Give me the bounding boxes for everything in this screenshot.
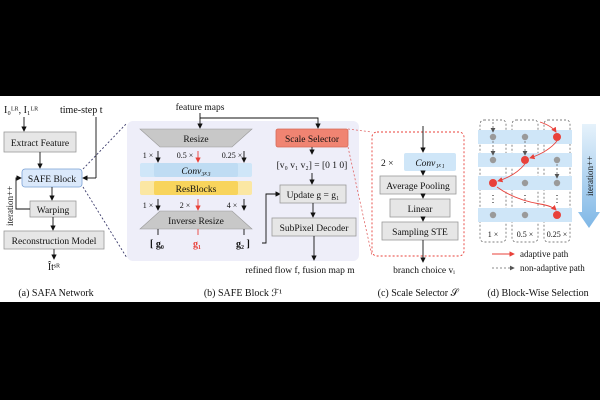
panel-c: 2 × Conv₁ₓ₁ Average Pooling Linear Sampl…	[371, 126, 465, 299]
iteration-label-a: iteration++	[5, 186, 15, 226]
node-r4-c3	[553, 211, 561, 219]
column-label-05x: 0.5 ×	[517, 230, 534, 239]
sampling-ste-box	[381, 221, 459, 241]
safe-block-label: SAFE Block	[28, 175, 77, 185]
adaptive-path-1	[529, 140, 558, 160]
panel-a: I₀ᴸᴿ, I₁ᴸᴿ time-step t Extract Feature S…	[3, 105, 105, 299]
timestep-label: time-step t	[60, 105, 103, 116]
sampling-ste-label: Sampling STE	[392, 228, 448, 238]
conv-multiplier-label: 2 ×	[381, 159, 393, 169]
resblocks-label: ResBlocks	[176, 185, 217, 195]
ellipsis-c3: ⋮	[552, 194, 562, 205]
adaptive-path-2	[497, 163, 526, 183]
input-frames-label: I₀ᴸᴿ, I₁ᴸᴿ	[4, 105, 39, 116]
connector-a-b-bottom	[82, 186, 128, 259]
avg-pool-box	[379, 175, 457, 195]
g2-label: g₂ ]	[236, 239, 250, 250]
warping-label: Warping	[37, 206, 70, 216]
ellipsis-c1: ⋮	[488, 194, 498, 205]
linear-label: Linear	[408, 205, 434, 215]
node-r4-c1	[489, 211, 497, 219]
linear-box	[389, 198, 451, 218]
resize-label: Resize	[183, 135, 208, 145]
output-label: Îtˢᴿ	[48, 261, 61, 273]
refined-output-label: refined flow f, fusion map m	[245, 265, 355, 276]
reconstruction-label: Reconstruction Model	[12, 237, 97, 247]
arrow-features-selector	[199, 113, 321, 129]
g0-label: [ g₀	[150, 239, 164, 250]
panel-b: feature maps Resize 1 × 0.5 × 0.25 × Con…	[127, 102, 359, 299]
figure: I₀ᴸᴿ, I₁ᴸᴿ time-step t Extract Feature S…	[0, 96, 600, 302]
conv-box	[154, 163, 238, 177]
subpixel-label: SubPixel Decoder	[280, 224, 350, 234]
v-vector-label: [v₀ v₁ v₂] = [0 1 0]	[277, 161, 348, 171]
column-label-1x: 1 ×	[488, 230, 499, 239]
connector-b-c-bottom	[347, 146, 373, 257]
extract-feature-label: Extract Feature	[11, 139, 69, 149]
upscale-label-0: 1 ×	[143, 201, 154, 210]
legend-nonadaptive-label: non-adaptive path	[520, 263, 585, 273]
node-r3-c1	[489, 179, 497, 187]
arrow-g-update	[262, 191, 281, 244]
diagram-svg: I₀ᴸᴿ, I₁ᴸᴿ time-step t Extract Feature S…	[3, 102, 600, 299]
caption-b: (b) SAFE Block ℱ¹	[204, 288, 282, 299]
upscale-label-2: 4 ×	[227, 201, 238, 210]
adaptive-path-4	[539, 203, 557, 211]
scale-label-1: 0.5 ×	[177, 151, 194, 160]
panel-d: ⋮ ⋮ ⋮ 1 × 0.5 × 0.25 × iteration++ adapt…	[478, 119, 600, 299]
node-r4-c2	[521, 211, 529, 219]
node-r2-c2	[521, 156, 529, 164]
node-r1-c1	[489, 133, 497, 141]
conv1x1-label: Conv₁ₓ₁	[415, 159, 444, 169]
conv1x1-box	[404, 153, 456, 171]
update-label: Update g = g₁	[287, 191, 340, 201]
connector-a-b-top	[82, 122, 128, 170]
avg-pool-label: Average Pooling	[386, 182, 450, 192]
node-r3-c3	[553, 179, 561, 187]
iteration-label-d: iteration++	[585, 156, 595, 196]
ellipsis-c2: ⋮	[520, 194, 530, 205]
scale-label-0: 1 ×	[143, 151, 154, 160]
upscale-label-1: 2 ×	[180, 201, 191, 210]
adaptive-path-3	[496, 186, 541, 205]
conv-label: Conv₃ₓ₃	[181, 167, 210, 177]
node-r2-c3	[553, 156, 561, 164]
iteration-loop-arrow	[15, 175, 30, 210]
inverse-resize-label: Inverse Resize	[168, 217, 224, 227]
resblocks-box	[154, 181, 238, 195]
connector-b-c-top	[347, 128, 373, 133]
feature-maps-label: feature maps	[176, 102, 225, 113]
scale-selector-label: Scale Selector	[285, 135, 340, 145]
scale-label-2: 0.25 ×	[222, 151, 243, 160]
branch-choice-label: branch choice vᵢ	[393, 266, 455, 276]
adaptive-path-in	[539, 121, 557, 133]
caption-d: (d) Block-Wise Selection	[487, 288, 588, 299]
column-label-025x: 0.25 ×	[547, 230, 568, 239]
node-r3-c2	[521, 179, 529, 187]
node-r2-c1	[489, 156, 497, 164]
iteration-arrow	[578, 124, 600, 228]
g1-label: g₁	[193, 239, 201, 250]
legend-adaptive-label: adaptive path	[520, 249, 569, 259]
caption-a: (a) SAFA Network	[18, 288, 93, 299]
node-r1-c2	[521, 133, 529, 141]
caption-c: (c) Scale Selector 𝒮	[378, 288, 460, 299]
resize-trapezoid	[139, 128, 253, 148]
inverse-resize-trapezoid	[139, 210, 253, 230]
node-r1-c3	[553, 133, 561, 141]
